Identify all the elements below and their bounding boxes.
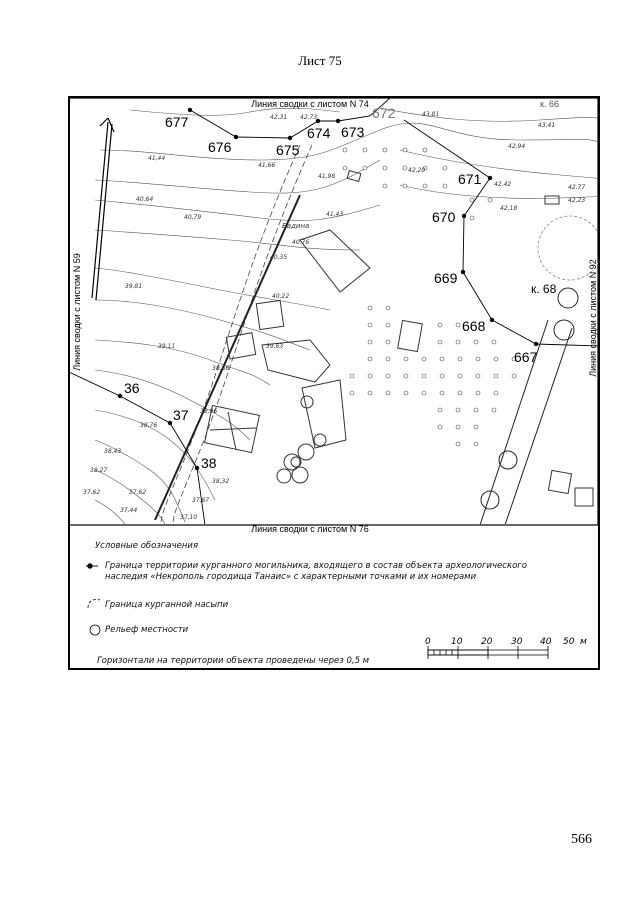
point-labels: 677 676 675 674 673 671 670 669 668 667 … [124, 105, 538, 471]
sheet-title: Лист 75 [298, 53, 342, 68]
elevation-label: 42,73 [300, 114, 317, 121]
elevation-label: 42,18 [500, 205, 517, 212]
elevation-label: 43,81 [422, 111, 439, 118]
elevation-label: 41,98 [318, 173, 335, 180]
corner-label: к. 66 [540, 99, 559, 109]
scale-tick-label: 50 [563, 637, 575, 647]
kurgan-label: к. 68 [531, 282, 557, 296]
scale-tick-label: 0 [425, 637, 431, 647]
elevation-label: 38,76 [140, 422, 157, 429]
elevation-label: 38,66 [212, 365, 229, 372]
edge-label-top: Линия сводки с листом N 74 [251, 99, 369, 109]
elevation-label: 39,63 [266, 343, 283, 350]
legend-item-relief: Рельеф местности [105, 625, 189, 635]
contour-lines [94, 107, 598, 524]
elevation-label: 43,41 [538, 122, 555, 129]
road-label: Бадина [282, 222, 309, 230]
boundary-line-east [403, 119, 598, 347]
point-label: 674 [307, 125, 331, 141]
fence-line [154, 194, 301, 521]
point-label: 676 [208, 139, 232, 155]
point-label: 38 [201, 455, 217, 471]
legend-symbols [86, 563, 101, 636]
map-area-border [68, 97, 599, 526]
scale-unit: м [580, 637, 587, 647]
scale-tick-label: 30 [511, 637, 523, 647]
elevation-label: 39,11 [158, 343, 175, 350]
buildings [203, 169, 594, 507]
partial-point-label: 672 [372, 105, 396, 121]
point-label: 671 [458, 171, 482, 187]
legend-title: Условные обозначения [95, 541, 199, 551]
road [159, 144, 313, 524]
elevation-label: 37,10 [180, 514, 197, 521]
elevation-label: 40,64 [136, 196, 153, 203]
map-frame [68, 96, 600, 670]
point-label: 673 [341, 124, 365, 140]
pipe-structure [479, 287, 579, 524]
kurgan-small-1 [300, 395, 314, 409]
north-arrow [91, 117, 115, 301]
kurgan-small-2 [313, 433, 327, 447]
dot-grid [342, 147, 517, 447]
elevation-label: 38,32 [212, 478, 229, 485]
elevation-label: 42,31 [270, 114, 287, 121]
page-number: 566 [571, 832, 592, 847]
elevation-label: 42,23 [568, 197, 585, 204]
point-label: 36 [124, 380, 140, 396]
scale-tick-label: 20 [481, 637, 493, 647]
point-label: 675 [276, 142, 300, 158]
elevation-label: 40,35 [270, 254, 287, 261]
elevation-label: 37,62 [83, 489, 100, 496]
elevation-label: 41,66 [258, 162, 275, 169]
scale-labels: 0 10 20 30 40 50 м [425, 637, 587, 647]
elevation-label: 40,76 [292, 239, 309, 246]
elevation-label: 42,42 [494, 181, 511, 188]
elevation-label: 42,94 [508, 143, 525, 150]
elevation-label: 42,77 [568, 184, 585, 191]
kurgan-mound [537, 215, 598, 281]
legend-item-mound: Граница курганной насыпи [105, 600, 229, 610]
elevation-label: 41,43 [326, 211, 343, 218]
elevation-label: 40,22 [272, 293, 289, 300]
point-label: 667 [514, 349, 538, 365]
elevation-label: 41,44 [148, 155, 165, 162]
elevation-labels: 42,31 42,73 43,81 43,41 41,44 41,66 41,9… [83, 111, 585, 521]
point-label: 670 [432, 209, 456, 225]
point-label: 669 [434, 270, 458, 286]
elevation-label: 38,96 [200, 408, 217, 415]
scale-bar [427, 646, 549, 659]
scale-tick-label: 40 [540, 637, 552, 647]
elevation-label: 37,67 [192, 497, 209, 504]
edge-label-bottom: Линия сводки с листом N 76 [251, 524, 369, 534]
elevation-label: 37,62 [129, 489, 146, 496]
flower-object [276, 443, 315, 484]
elevation-label: 40,79 [184, 214, 201, 221]
elevation-label: 38,27 [90, 467, 107, 474]
legend-item-boundary: Граница территории курганного могильника… [105, 561, 527, 582]
legend-note: Горизонтали на территории объекта провед… [97, 656, 370, 666]
boundary-points [117, 107, 539, 471]
elevation-label: 42,20 [408, 167, 425, 174]
point-label: 677 [165, 114, 189, 130]
edge-label-right: Линия сводки с листом N 92 [588, 259, 598, 377]
point-label: 668 [462, 318, 486, 334]
elevation-label: 38,43 [104, 448, 121, 455]
edge-label-left: Линия сводки с листом N 59 [72, 253, 82, 371]
point-label: 37 [173, 407, 189, 423]
elevation-label: 37,44 [120, 507, 137, 514]
elevation-label: 39,81 [125, 283, 142, 290]
scale-tick-label: 10 [451, 637, 463, 647]
